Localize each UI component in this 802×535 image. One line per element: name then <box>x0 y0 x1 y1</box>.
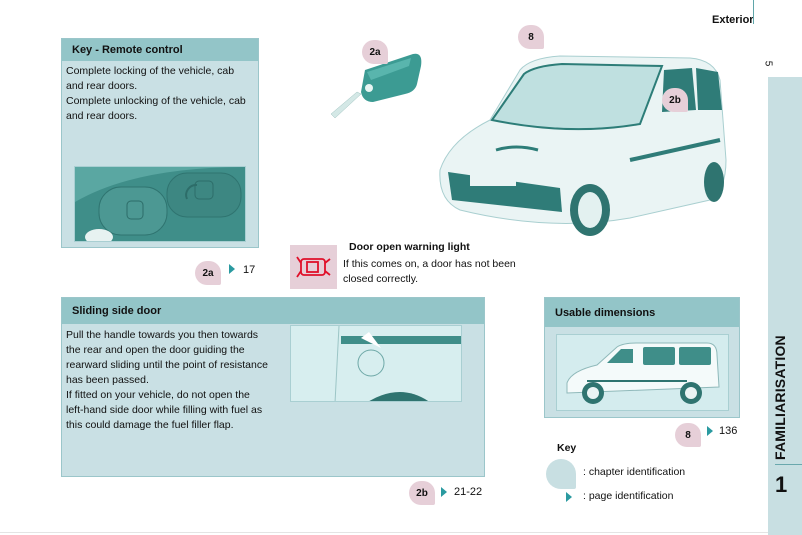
legend-page-identification: : page identification <box>583 490 674 502</box>
usable-dimensions-title: Usable dimensions <box>545 298 739 327</box>
remote-key-buttons-illustration <box>75 167 245 241</box>
van-front-illustration <box>439 55 727 236</box>
chapter-tab <box>768 77 802 535</box>
key-remote-line-2: Complete unlocking of the vehicle, cab a… <box>66 95 246 122</box>
section-title: Exterior <box>712 14 754 26</box>
chapter-badge-8: 8 <box>675 423 701 447</box>
key-remote-body: Complete locking of the vehicle, cab and… <box>62 61 258 127</box>
sliding-door-title: Sliding side door <box>62 298 484 324</box>
chapter-label: FAMILIARISATION <box>772 335 788 460</box>
chapter-badge-2b-illustration: 2b <box>662 88 688 112</box>
door-warning-title: Door open warning light <box>349 241 470 253</box>
fuel-flap-image <box>290 325 462 402</box>
chapter-badge-2a: 2a <box>195 261 221 285</box>
sliding-door-body: Pull the handle towards you then towards… <box>62 324 272 436</box>
page-ref-arrow-icon <box>707 426 713 436</box>
fuel-flap-illustration <box>291 326 461 401</box>
page-ref-17[interactable]: 17 <box>243 264 256 276</box>
van-side-illustration <box>557 335 728 410</box>
key-remote-line-1: Complete locking of the vehicle, cab and… <box>66 65 235 92</box>
footer-divider <box>0 532 768 533</box>
header-divider <box>753 0 754 24</box>
page-ref-21-22[interactable]: 21-22 <box>454 486 483 498</box>
remote-key-closeup-image <box>74 166 246 242</box>
legend-title: Key <box>557 442 577 454</box>
chapter-identification-icon <box>546 459 576 489</box>
door-warning-text: If this comes on, a door has not been cl… <box>343 258 516 285</box>
chapter-badge-2b: 2b <box>409 481 435 505</box>
remote-key-illustration <box>330 53 422 119</box>
page-ref-arrow-icon <box>229 264 235 274</box>
chapter-badge-8-illustration: 8 <box>518 25 544 49</box>
legend-chapter-identification: : chapter identification <box>583 466 686 478</box>
page-number: 5 <box>762 60 774 67</box>
page-identification-arrow-icon <box>566 492 572 502</box>
page-ref-arrow-icon <box>441 487 447 497</box>
door-warning-icon-box <box>290 245 337 289</box>
chapter-number: 1 <box>775 472 788 497</box>
key-remote-title: Key - Remote control <box>62 39 258 61</box>
page-ref-136[interactable]: 136 <box>719 425 738 437</box>
sliding-door-paragraph-2: If fitted on your vehicle, do not open t… <box>66 389 263 431</box>
door-open-warning-icon <box>295 256 331 278</box>
van-side-image <box>556 334 729 411</box>
chapter-badge-2a-illustration: 2a <box>362 40 388 64</box>
chapter-divider <box>775 464 802 465</box>
sliding-door-paragraph-1: Pull the handle towards you then towards… <box>66 329 268 386</box>
